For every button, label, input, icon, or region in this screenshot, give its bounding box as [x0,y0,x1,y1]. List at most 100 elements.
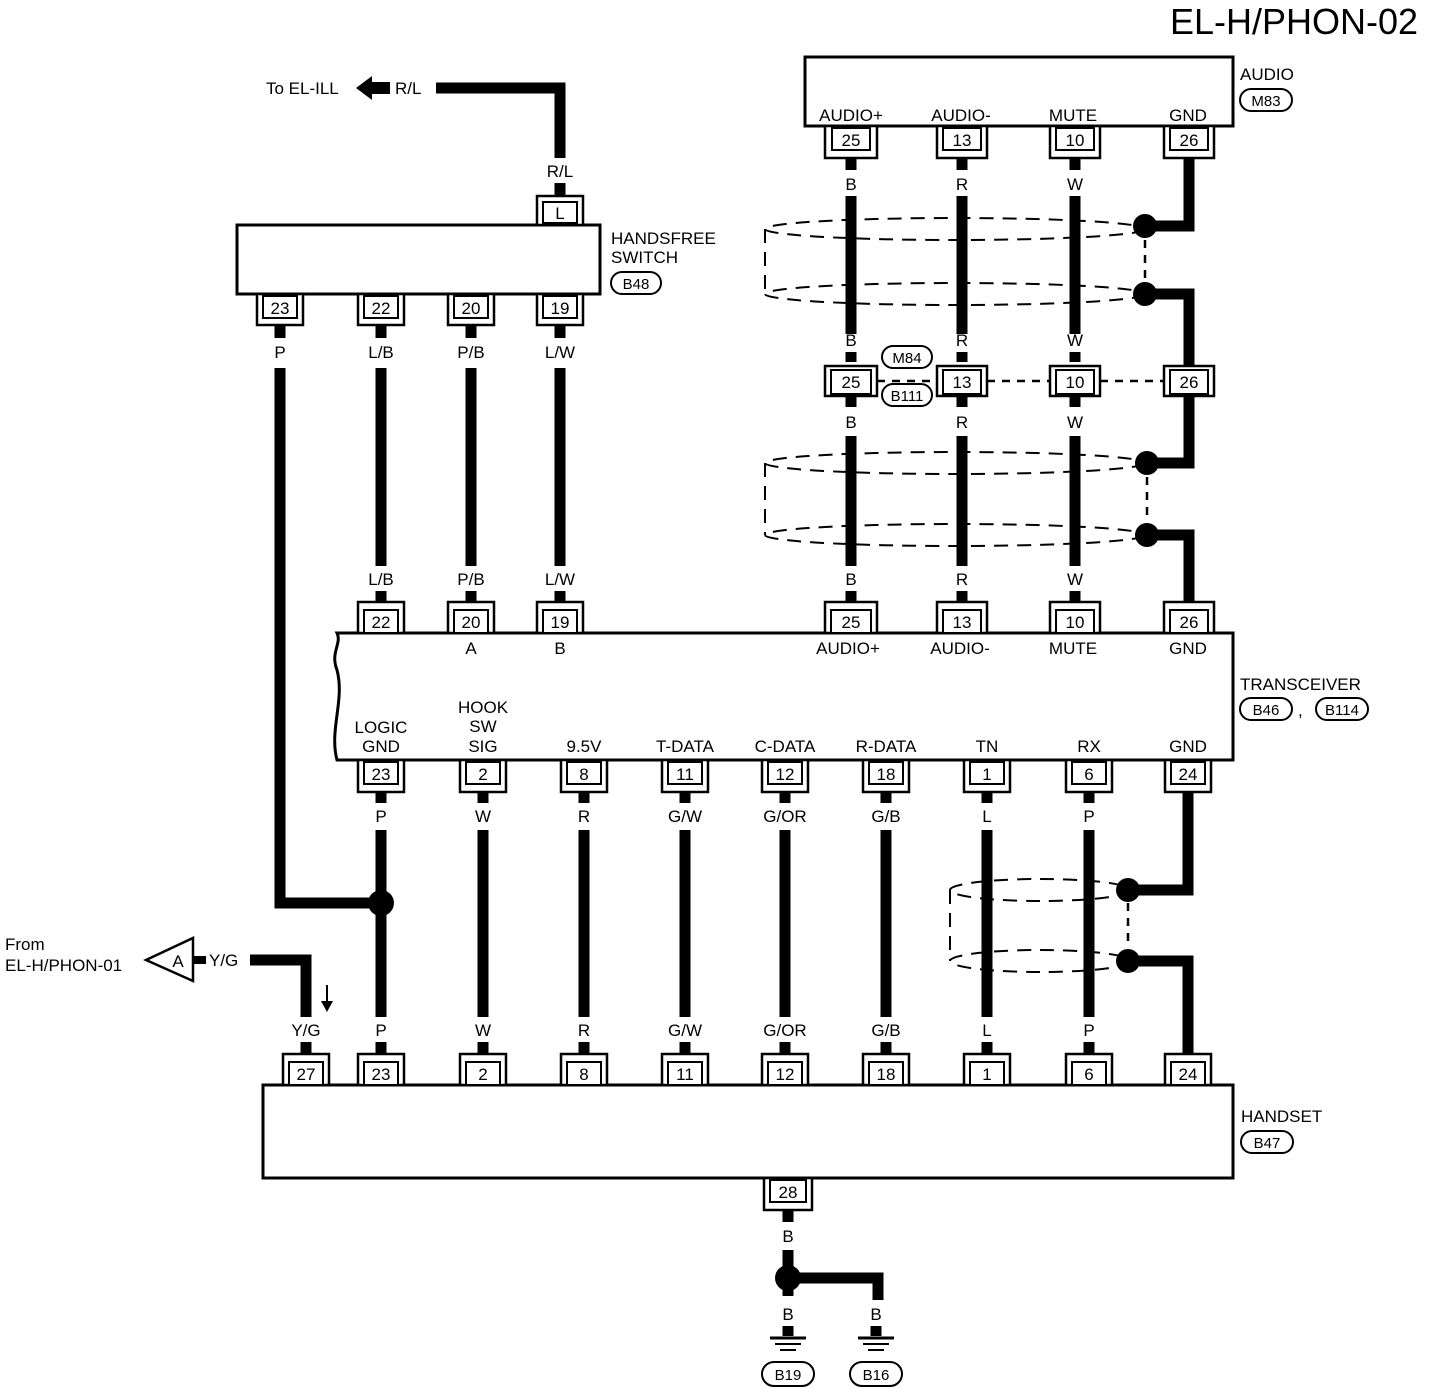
svg-text:12: 12 [776,765,795,784]
splice-dot [368,890,394,916]
transceiver-top-label-audio-plus: AUDIO+ [816,639,880,658]
wire-p-switch-to-splice [274,368,370,909]
wire-color-hs-l: L [982,1021,991,1040]
transceiver-bottom-connector-11: 11 [660,758,710,794]
wire-gnd-inline-bottom [1147,396,1195,469]
inline-pin-13: 13 [953,373,972,392]
transceiver-unit [333,631,1235,762]
wire-color-hs-yg: Y/G [291,1021,320,1040]
transceiver-top-label-audio-minus: AUDIO- [930,639,990,658]
lower-shield-top [764,451,1146,475]
transceiver-bottom-label-logic-gnd: GND [362,737,400,756]
svg-text:23: 23 [372,1065,391,1084]
audio-connector-10: 10 [1048,124,1102,160]
wire-color-tx-r: R [578,807,590,826]
transceiver-label: TRANSCEIVER [1240,675,1361,694]
svg-text:25: 25 [842,131,861,150]
transceiver-bottom-label-9v5: 9.5V [567,737,603,756]
wire-r-l-to-ill [436,82,566,158]
handsfree-switch-unit [235,223,602,296]
audio-unit [803,55,1235,128]
svg-text:22: 22 [372,613,391,632]
inline-pin-25: 25 [842,373,861,392]
ground-oval-b19 [761,1361,815,1387]
handset-top-connector-11: 11 [660,1052,710,1087]
ground-icon [858,1336,894,1351]
wire-color-switch-lw: L/W [545,343,575,362]
svg-text:2: 2 [478,1065,487,1084]
wire-color-tx-l: L [982,807,991,826]
handset-top-connector-12: 12 [760,1052,810,1087]
arrow-down-icon [321,1001,333,1012]
transceiver-bottom-label-hook-sw: SW [469,717,496,736]
wire-color-tx-p2: P [1083,807,1094,826]
transceiver-top-connector-13: 13 [935,600,989,635]
transceiver-bottom-label-r-data: R-DATA [856,737,917,756]
svg-text:20: 20 [462,613,481,632]
handsfree-connector-id: B48 [623,276,650,293]
arrow-left-icon [356,76,390,100]
transceiver-connector-oval-b46 [1239,697,1293,721]
audio-connector-25: 25 [823,124,879,160]
handset-top-connector-24: 24 [1163,1052,1213,1087]
wire-color-tx-gw: G/W [668,807,702,826]
transceiver-top-connector-26: 26 [1162,600,1216,635]
svg-text:13: 13 [953,613,972,632]
transceiver-connector-id-b46: B46 [1253,702,1280,719]
wire-color-hs-w: W [475,1021,491,1040]
svg-text:25: 25 [842,613,861,632]
wire-color-audio-upper-b: B [845,175,856,194]
bottom-shield-bottom [949,949,1131,973]
svg-text:24: 24 [1179,765,1198,784]
handset-top-connector-18: 18 [861,1052,911,1087]
handset-top-connector-1: 1 [962,1052,1012,1087]
from-label-2: EL-H/PHON-01 [5,956,122,975]
handsfree-connector-oval [610,271,662,295]
transceiver-bottom-label-hook: HOOK [458,698,509,717]
wire-gnd-inline-top [1145,288,1195,368]
inline-connector-id-m84: M84 [892,350,921,367]
wire-color-audio-upper-r: R [956,175,968,194]
transceiver-top-connector-25: 25 [823,600,879,635]
wire-color-gnd-1: B [782,1227,793,1246]
wire-color-audio-lower-b: B [845,570,856,589]
transceiver-bottom-connector-12: 12 [760,758,810,794]
audio-pin-label-audio-minus: AUDIO- [931,106,991,125]
transceiver-connector-separator: , [1298,701,1303,720]
audio-connector-26: 26 [1162,124,1216,160]
wire-color-tx-gb: G/B [871,807,900,826]
wire-color-switch-p: P [274,343,285,362]
transceiver-top-connector-22: 22 [356,600,406,635]
wire-color-tx-p: P [375,807,386,826]
svg-text:12: 12 [776,1065,795,1084]
wire-color-tx-w: W [475,807,491,826]
lower-shield-bottom [764,523,1146,547]
transceiver-top-connector-19: 19 [535,600,585,635]
switch-bottom-connector-23: 23 [255,292,305,327]
svg-text:10: 10 [1066,131,1085,150]
handset-top-connector-27: 27 [281,1052,331,1087]
svg-text:19: 19 [551,299,570,318]
handset-top-connector-6: 6 [1064,1052,1114,1087]
transceiver-bottom-connector-18: 18 [861,758,911,794]
handset-connector-oval [1240,1130,1294,1154]
wire-color-from: Y/G [209,951,238,970]
transceiver-bottom-label-hook-sig: SIG [468,737,497,756]
svg-text:13: 13 [953,131,972,150]
wire-color-audio-mid-bottom-r: R [956,413,968,432]
transceiver-bottom-label-t-data: T-DATA [656,737,715,756]
handset-top-connector-8: 8 [559,1052,609,1087]
transceiver-top-label-mute: MUTE [1049,639,1097,658]
from-label-1: From [5,935,45,954]
svg-text:6: 6 [1084,765,1093,784]
svg-text:6: 6 [1084,1065,1093,1084]
transceiver-bottom-connector-6: 6 [1064,758,1114,794]
ground-oval-b16 [849,1361,903,1387]
svg-text:24: 24 [1179,1065,1198,1084]
ground-id-b19: B19 [775,1367,802,1384]
wire-color-hs-gb: G/B [871,1021,900,1040]
upper-shield-bottom [764,282,1146,306]
wire-color-audio-mid-top-b: B [845,331,856,350]
transceiver-bottom-label-rx: RX [1077,737,1101,756]
